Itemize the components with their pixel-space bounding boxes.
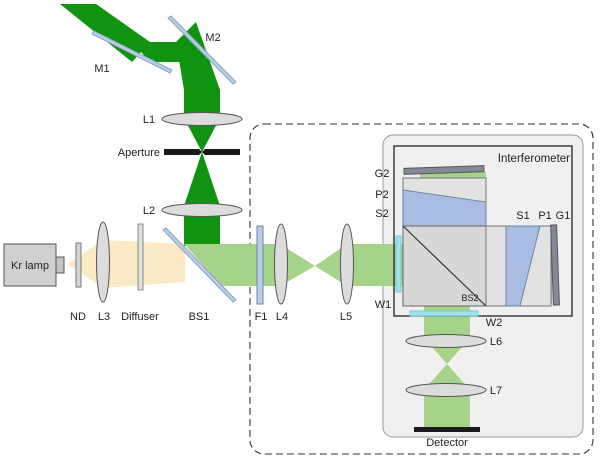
kr-lamp-window xyxy=(55,256,65,274)
label-f1: F1 xyxy=(255,311,268,323)
label-w1: W1 xyxy=(375,299,392,311)
label-p2: P2 xyxy=(375,189,388,201)
label-diffuser: Diffuser xyxy=(121,311,159,323)
beam-focus-to-l5 xyxy=(315,244,347,286)
detector xyxy=(414,427,480,432)
label-p1: P1 xyxy=(538,210,551,222)
label-l1: L1 xyxy=(143,114,155,126)
beamsplitter-bs1 xyxy=(162,227,237,303)
lens-l7 xyxy=(405,383,487,397)
beam-l4-to-focus xyxy=(280,244,315,286)
label-kr-lamp: Kr lamp xyxy=(11,260,49,272)
label-l6: L6 xyxy=(490,336,502,348)
label-bs1: BS1 xyxy=(189,311,210,323)
label-nd: ND xyxy=(70,311,86,323)
aperture-blade-left xyxy=(164,149,202,155)
kr-lamp xyxy=(3,243,57,287)
label-l2: L2 xyxy=(143,205,155,217)
lamp-light-cone xyxy=(68,240,185,288)
label-s1: S1 xyxy=(516,210,529,222)
grating-g1 xyxy=(550,224,560,306)
label-w2: W2 xyxy=(486,317,503,329)
lens-l1 xyxy=(161,112,243,126)
bs2-diagonal xyxy=(402,225,487,307)
nd-filter xyxy=(75,242,82,288)
window-w2 xyxy=(409,310,479,317)
laser-beam-from-focus xyxy=(184,152,220,206)
filter-f1 xyxy=(256,225,264,305)
label-l4: L4 xyxy=(276,311,288,323)
label-l3: L3 xyxy=(98,311,110,323)
laser-beam-to-focus xyxy=(184,118,220,152)
label-bs2: BS2 xyxy=(461,293,478,303)
lens-l6 xyxy=(405,334,487,348)
prism-p1 xyxy=(505,225,541,307)
beam-bs2-down xyxy=(424,304,470,338)
lens-l5 xyxy=(340,223,354,305)
label-aperture: Aperture xyxy=(118,147,160,159)
label-interferometer: Interferometer xyxy=(498,153,570,165)
label-l7: L7 xyxy=(490,385,502,397)
label-m2: M2 xyxy=(205,32,220,44)
lens-l4 xyxy=(274,223,288,305)
laser-beam-m2-down xyxy=(176,22,220,118)
label-g1: G1 xyxy=(556,210,571,222)
window-w1 xyxy=(395,235,402,293)
label-s2: S2 xyxy=(375,208,388,220)
label-m1: M1 xyxy=(94,63,109,75)
label-g2: G2 xyxy=(375,168,390,180)
lens-l2 xyxy=(161,203,243,217)
beam-bs1-to-l4 xyxy=(184,244,280,286)
label-l5: L5 xyxy=(340,311,352,323)
diffuser-plate xyxy=(137,223,144,291)
mirror-m1 xyxy=(91,30,173,74)
interferometer-box xyxy=(393,145,573,317)
grating-g2 xyxy=(403,165,485,175)
label-detector: Detector xyxy=(426,437,468,449)
dashed-enclosure xyxy=(249,123,594,455)
mirror-m2 xyxy=(167,15,237,85)
lens-l3 xyxy=(96,221,110,303)
aperture-blade-right xyxy=(202,149,240,155)
